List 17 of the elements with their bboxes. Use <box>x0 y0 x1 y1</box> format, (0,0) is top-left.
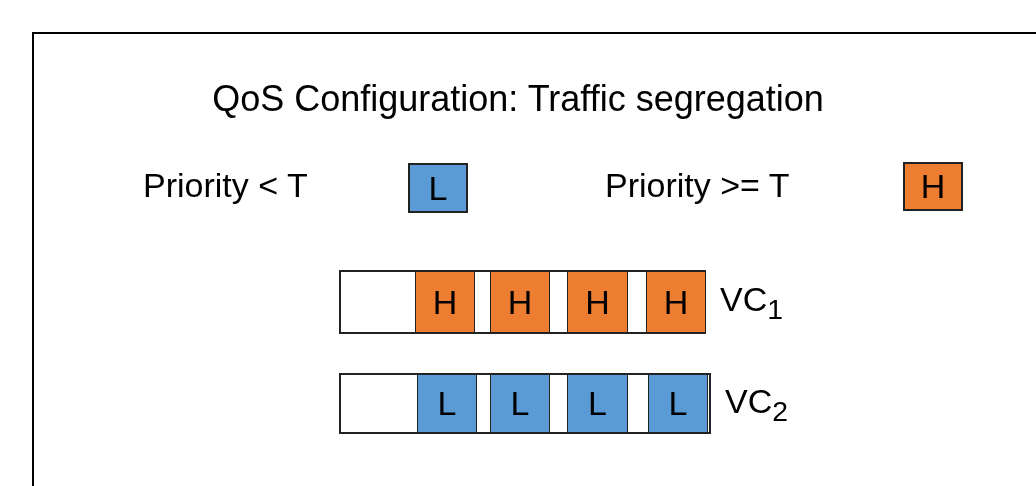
packet-box: H <box>567 271 628 333</box>
queue-label: VC$_{2}$ <box>725 384 788 426</box>
priority-label: Priority < T <box>143 168 308 202</box>
packet-box: L <box>417 374 477 433</box>
packet-box: L <box>408 163 468 213</box>
packet-box: H <box>646 271 706 333</box>
packet-box: L <box>490 374 550 433</box>
queue-buffer <box>339 373 711 434</box>
packet-box: H <box>490 271 550 333</box>
packet-box: H <box>415 271 475 333</box>
queue-buffer <box>339 270 706 334</box>
priority-label: Priority >= T <box>605 168 790 202</box>
packet-box: L <box>567 374 628 433</box>
packet-box: H <box>903 162 963 211</box>
title: QoS Configuration: Traffic segregation <box>211 78 825 120</box>
queue-label: VC$_{1}$ <box>720 282 783 324</box>
packet-box: L <box>648 374 708 433</box>
